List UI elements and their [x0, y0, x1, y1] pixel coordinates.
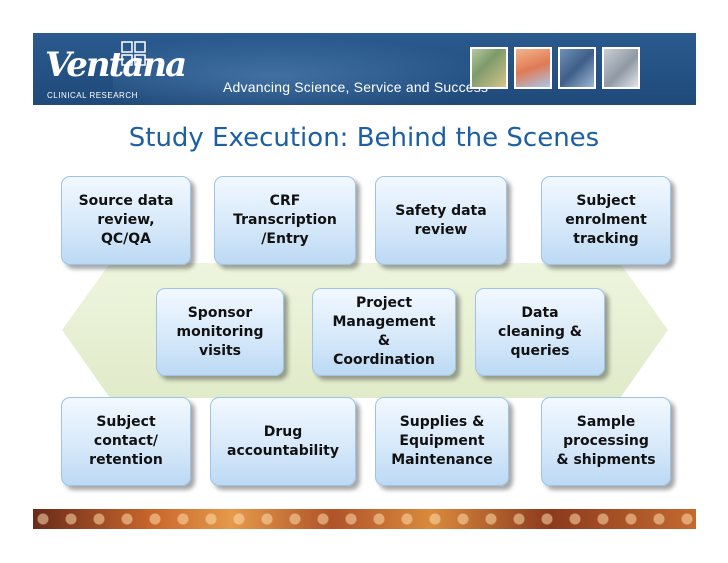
header-banner: Ventana CLINICAL RESEARCH Advancing Scie… [33, 33, 696, 105]
lab-samples-photo [514, 47, 552, 89]
lab-equipment-photo [602, 47, 640, 89]
medical-team-photo [558, 47, 596, 89]
footer-strip [33, 509, 696, 529]
page-title: Study Execution: Behind the Scenes [128, 123, 600, 153]
box-crf-transcription: CRF Transcription /Entry [214, 176, 356, 265]
box-drug-accountability: Drug accountability [210, 397, 356, 486]
box-supplies-equipment: Supplies & Equipment Maintenance [375, 397, 509, 486]
box-source-data-review: Source data review, QC/QA [61, 176, 191, 265]
tagline: Advancing Science, Service and Success [223, 79, 489, 95]
box-sponsor-monitoring: Sponsor monitoring visits [156, 288, 284, 376]
logo-wordmark: Ventana [45, 45, 187, 85]
eye-photo [470, 47, 508, 89]
logo-subtitle: CLINICAL RESEARCH [47, 91, 138, 100]
banner-glow [113, 33, 513, 105]
logo-grid-icon [121, 41, 146, 66]
footer-pattern [33, 509, 696, 529]
box-project-management: Project Management & Coordination [312, 288, 456, 376]
box-safety-data-review: Safety data review [375, 176, 507, 265]
box-sample-processing: Sample processing & shipments [541, 397, 671, 486]
box-data-cleaning: Data cleaning & queries [475, 288, 605, 376]
box-subject-enrolment-tracking: Subject enrolment tracking [541, 176, 671, 265]
box-subject-contact: Subject contact/ retention [61, 397, 191, 486]
